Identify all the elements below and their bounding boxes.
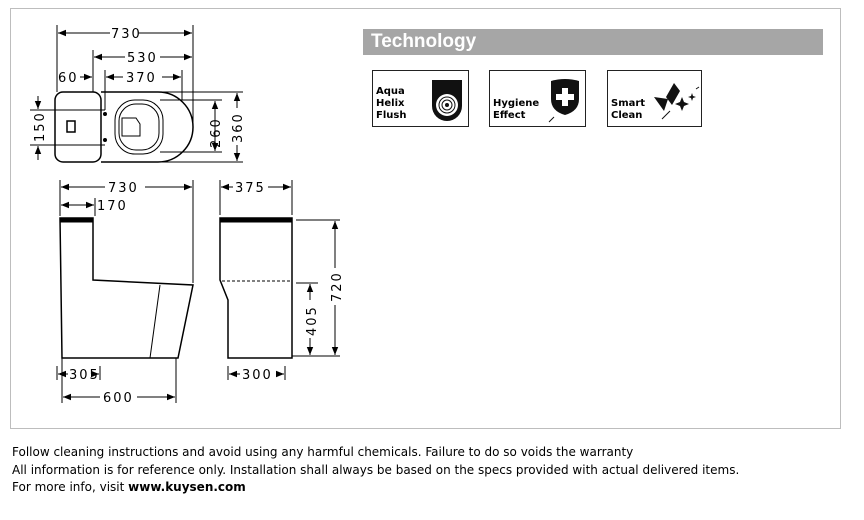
dim-top-overall-length: 730 bbox=[111, 27, 142, 42]
footer-more-info: For more info, visit www.kuysen.com bbox=[12, 479, 739, 497]
technology-title: Technology bbox=[371, 31, 477, 52]
front-view bbox=[220, 180, 340, 380]
spec-sheet-frame bbox=[10, 8, 841, 429]
dim-top-bowl-length: 530 bbox=[127, 51, 158, 66]
hygiene-shield-icon bbox=[548, 79, 579, 123]
dim-front-width: 375 bbox=[235, 181, 266, 196]
badge-label: Hygiene Effect bbox=[493, 98, 540, 121]
dim-top-seat-width: 260 bbox=[209, 117, 224, 148]
smart-clean-sparkle-icon bbox=[654, 83, 700, 120]
dim-front-height: 720 bbox=[330, 271, 345, 302]
badge-smart-clean: Smart Clean bbox=[607, 70, 702, 127]
dim-side-outlet-distance: 305 bbox=[69, 368, 100, 383]
badge-label: Smart Clean bbox=[611, 98, 646, 121]
footer-disclaimer: All information is for reference only. I… bbox=[12, 462, 740, 477]
dim-top-overall-width: 360 bbox=[231, 112, 246, 143]
badge-aqua-helix-flush: Aqua Helix Flush bbox=[372, 70, 469, 127]
aqua-helix-flush-icon bbox=[432, 80, 462, 121]
footer-more-info-text: For more info, visit bbox=[12, 480, 129, 494]
technology-header: Technology bbox=[363, 29, 823, 55]
top-view bbox=[30, 25, 243, 162]
dim-top-fixing-spacing: 150 bbox=[33, 111, 48, 142]
badge-label: Aqua Helix Flush bbox=[376, 86, 407, 121]
badge-hygiene-effect: Hygiene Effect bbox=[489, 70, 586, 127]
dim-side-tank-depth: 170 bbox=[97, 199, 128, 214]
dim-side-overall-length: 730 bbox=[108, 181, 139, 196]
technical-drawing: 730 530 60 370 150 260 360 730 170 305 6… bbox=[30, 0, 345, 406]
footer-notes: Follow cleaning instructions and avoid u… bbox=[12, 444, 739, 497]
dim-front-seat-height: 405 bbox=[305, 305, 320, 336]
dim-top-seat-length: 370 bbox=[126, 71, 157, 86]
dim-front-base-width: 300 bbox=[242, 368, 273, 383]
side-view bbox=[57, 180, 193, 403]
dim-side-base-length: 600 bbox=[103, 391, 134, 406]
dim-top-tank-offset: 60 bbox=[58, 71, 79, 86]
website-link[interactable]: www.kuysen.com bbox=[128, 480, 246, 494]
footer-care-note: Follow cleaning instructions and avoid u… bbox=[12, 445, 634, 459]
